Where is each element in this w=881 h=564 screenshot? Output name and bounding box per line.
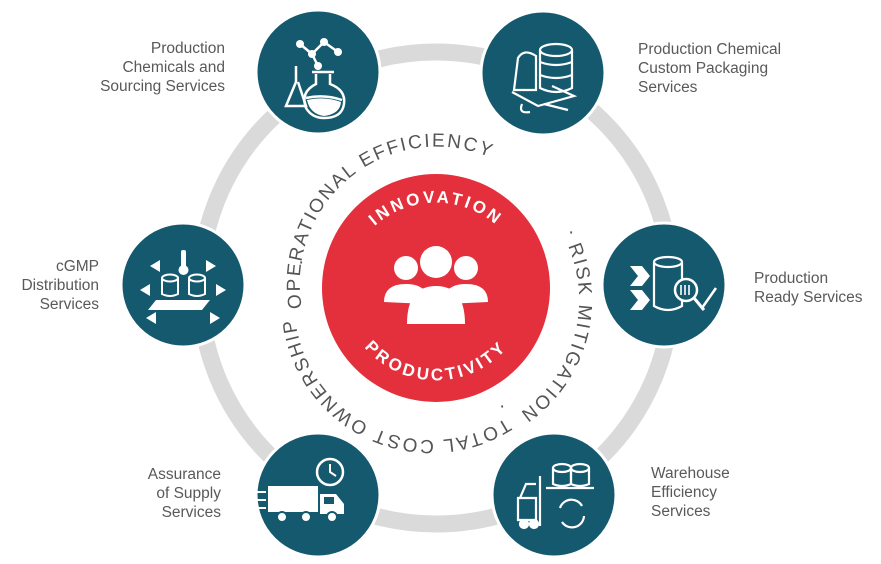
label-line: Ready Services xyxy=(754,289,863,306)
node-packaging[interactable] xyxy=(479,9,607,137)
node-chemicals[interactable] xyxy=(254,8,382,136)
node-warehouse[interactable] xyxy=(490,431,618,559)
label-line: Production xyxy=(754,270,829,287)
label-line: Services xyxy=(161,504,221,521)
drum-packaging-icon xyxy=(511,42,578,114)
node-supply[interactable] xyxy=(252,431,382,559)
node-cgmp[interactable] xyxy=(119,221,247,349)
label-line: Custom Packaging xyxy=(638,60,769,77)
label-chemicals: Production Chemicals and Sourcing Servic… xyxy=(100,39,225,96)
people-group-icon xyxy=(384,246,488,324)
label-line: Production Chemical xyxy=(638,41,782,58)
label-line: of Supply xyxy=(156,485,221,502)
label-line: Sourcing Services xyxy=(100,78,225,95)
label-warehouse: Warehouse Efficiency Services xyxy=(651,464,730,521)
label-cgmp: cGMP Distribution Services xyxy=(21,257,99,314)
label-line: Warehouse xyxy=(651,465,730,482)
label-line: cGMP xyxy=(55,258,99,275)
forklift-icon xyxy=(516,462,594,530)
ring-separator-1: · xyxy=(568,222,576,243)
label-line: Assurance xyxy=(147,466,221,483)
label-line: Chemicals and xyxy=(122,59,225,76)
label-line: Services xyxy=(638,79,698,96)
ring-separator-2: · xyxy=(499,396,507,417)
drum-inspection-icon xyxy=(630,255,718,312)
label-line: Distribution xyxy=(21,277,99,294)
label-supply: Assurance of Supply Services xyxy=(148,465,221,522)
truck-clock-icon xyxy=(252,457,345,523)
label-packaging: Production Chemical Custom Packaging Ser… xyxy=(638,40,781,97)
ring-separator-3: · xyxy=(298,252,306,273)
label-line: Efficiency xyxy=(651,484,718,501)
node-ready[interactable] xyxy=(600,221,728,349)
label-ready: Production Ready Services xyxy=(754,269,863,307)
label-line: Production xyxy=(150,40,225,57)
label-line: Services xyxy=(39,296,99,313)
pallet-distribution-icon xyxy=(140,250,226,324)
label-line: Services xyxy=(651,503,711,520)
